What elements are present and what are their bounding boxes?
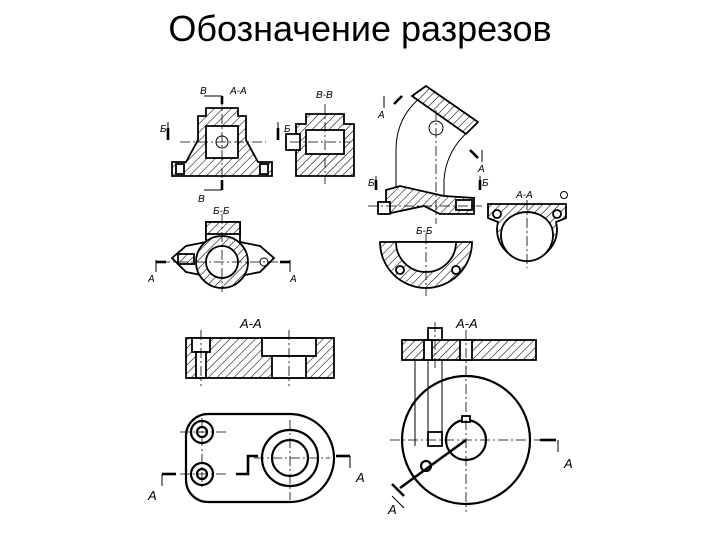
- section-label-bb-ring: Б-Б: [416, 226, 433, 237]
- section-label-bb: Б-Б: [213, 206, 230, 217]
- plate-cut-label-a-left: А: [147, 488, 157, 503]
- pipe-cut-label-a-top: А: [377, 110, 385, 121]
- view-ring-section-aa: [487, 200, 567, 268]
- pipe-cut-label-b-right: Б: [482, 178, 489, 189]
- section-label-aa-top: А-А: [229, 86, 247, 97]
- plate-cut-label-a-right: А: [355, 470, 365, 485]
- disc-cut-label-a-right: А: [563, 456, 573, 471]
- view-section-vv: [285, 104, 355, 184]
- pipe-cut-label-a-right: А: [477, 164, 485, 175]
- view-half-ring-bb: [379, 234, 473, 296]
- view-top-section-bb: [155, 214, 291, 292]
- cut-label-b-left: Б: [160, 124, 167, 135]
- cut-label-v-top: В: [200, 86, 207, 97]
- view-plate-section: [185, 330, 335, 386]
- disc-cut-label-a-left: А: [387, 502, 397, 517]
- pipe-cut-label-b-left: Б: [368, 178, 375, 189]
- view-plate-top: [161, 412, 351, 504]
- view-front-section: [166, 95, 280, 191]
- view-disc-top: [390, 360, 559, 512]
- section-label-vv: В-В: [316, 90, 333, 101]
- cut-label-b-right: Б: [284, 124, 291, 135]
- cut-label-a-right: А: [289, 274, 297, 285]
- view-bent-pipe: [368, 84, 483, 224]
- section-label-aa-ring: А-А: [515, 190, 533, 201]
- section-label-aa-disc: А-А: [455, 316, 478, 331]
- cut-label-v-bottom: В: [198, 194, 205, 205]
- section-label-aa-plate: А-А: [239, 316, 262, 331]
- view-disc-section: [401, 322, 537, 370]
- rotation-symbol-icon: [560, 191, 568, 199]
- cut-label-a-left: А: [147, 274, 155, 285]
- page-title: Обозначение разрезов: [168, 8, 552, 49]
